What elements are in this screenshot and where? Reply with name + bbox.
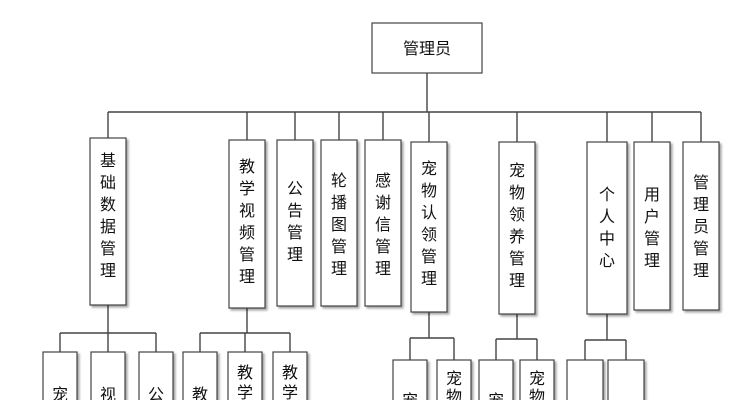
node-label: 用户管理 <box>644 185 660 270</box>
child-label: 宠 <box>488 391 504 400</box>
child-label-line2: 物 <box>529 387 545 400</box>
child-node: 宠 <box>42 351 78 400</box>
node-label: 公告管理 <box>287 179 303 264</box>
node-label: 基础数据管理 <box>100 151 116 280</box>
child-label: 教 <box>192 385 208 400</box>
node-label: 轮播图管理 <box>331 171 347 278</box>
child-node <box>566 359 604 400</box>
node-basic-data-management: 基础数据管理 <box>89 137 127 306</box>
child-label-line1: 宠 <box>446 369 462 388</box>
node-label: 个人中心 <box>599 185 615 270</box>
level1-nodes: 基础数据管理 教学视频管理 公告管理 轮播图管理 感谢信管理 宠物认领管理 宠物… <box>89 137 720 315</box>
child-label: 视 <box>100 385 116 400</box>
node-label: 教学视频管理 <box>239 157 255 286</box>
node-pet-claim-management: 宠物认领管理 <box>410 141 448 313</box>
node-announcement-management: 公告管理 <box>276 139 314 307</box>
node-label: 管理员管理 <box>693 173 709 280</box>
child-node: 宠 物 <box>436 359 472 400</box>
child-node: 教 <box>182 351 218 400</box>
child-node: 宠 物 <box>519 359 555 400</box>
level2-nodes: 宠 视 公 教 教 学 教 学 宠 <box>42 351 645 400</box>
node-thank-letter-management: 感谢信管理 <box>364 139 402 307</box>
root-label: 管理员 <box>403 39 451 58</box>
child-node: 宠 <box>392 359 428 400</box>
node-teaching-video-management: 教学视频管理 <box>228 139 266 309</box>
child-node <box>607 359 645 400</box>
node-label: 宠物认领管理 <box>421 159 437 288</box>
child-label: 宠 <box>52 385 68 400</box>
child-node: 教 学 <box>272 351 308 400</box>
connector-lines <box>59 73 702 360</box>
child-label: 宠 <box>402 391 418 400</box>
node-label: 感谢信管理 <box>375 171 391 278</box>
child-node: 教 学 <box>227 351 263 400</box>
child-label-line1: 教 <box>237 363 253 382</box>
node-pet-adoption-management: 宠物领养管理 <box>498 141 536 315</box>
node-label: 宠物领养管理 <box>509 161 525 290</box>
node-user-management: 用户管理 <box>633 141 671 311</box>
root-node: 管理员 <box>371 22 483 74</box>
child-node: 公 <box>138 351 174 400</box>
child-label-line1: 教 <box>282 363 298 382</box>
child-node: 视 <box>90 351 126 400</box>
child-label: 公 <box>148 385 164 400</box>
node-personal-center: 个人中心 <box>586 141 628 315</box>
child-label-line2: 学 <box>282 383 298 400</box>
node-admin-management: 管理员管理 <box>682 141 720 311</box>
child-node: 宠 <box>478 359 514 400</box>
child-label-line2: 物 <box>446 387 462 400</box>
child-label-line1: 宠 <box>529 369 545 388</box>
child-label-line2: 学 <box>237 383 253 400</box>
node-carousel-management: 轮播图管理 <box>320 139 358 307</box>
